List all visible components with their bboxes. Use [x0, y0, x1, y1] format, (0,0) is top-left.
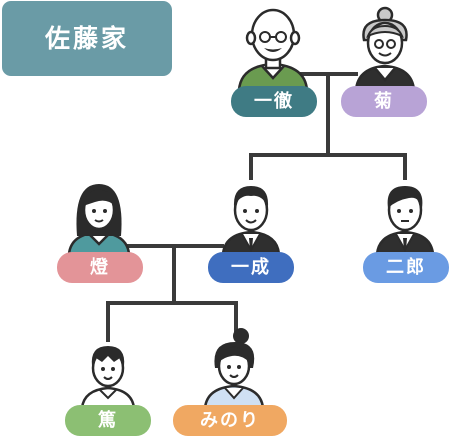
- name-pill-son: 篤: [65, 405, 151, 436]
- daughter-in-law-avatar: [67, 184, 131, 254]
- name-pill-grandfather: 一徹: [231, 86, 317, 117]
- grandfather-avatar: [237, 8, 309, 90]
- name-pill-uncle: 二郎: [363, 252, 449, 283]
- name-pill-grandmother: 菊: [341, 86, 427, 117]
- name-pill-daughter-in-law: 燈: [57, 252, 143, 283]
- name-pill-father: 一成: [208, 252, 294, 283]
- daughter-avatar: [203, 328, 265, 408]
- family-title: 佐藤家: [2, 1, 172, 76]
- grandmother-avatar: [354, 6, 416, 90]
- son-avatar: [80, 346, 136, 408]
- name-pill-daughter: みのり: [173, 405, 287, 436]
- uncle-avatar: [375, 186, 435, 254]
- father-avatar: [221, 186, 281, 254]
